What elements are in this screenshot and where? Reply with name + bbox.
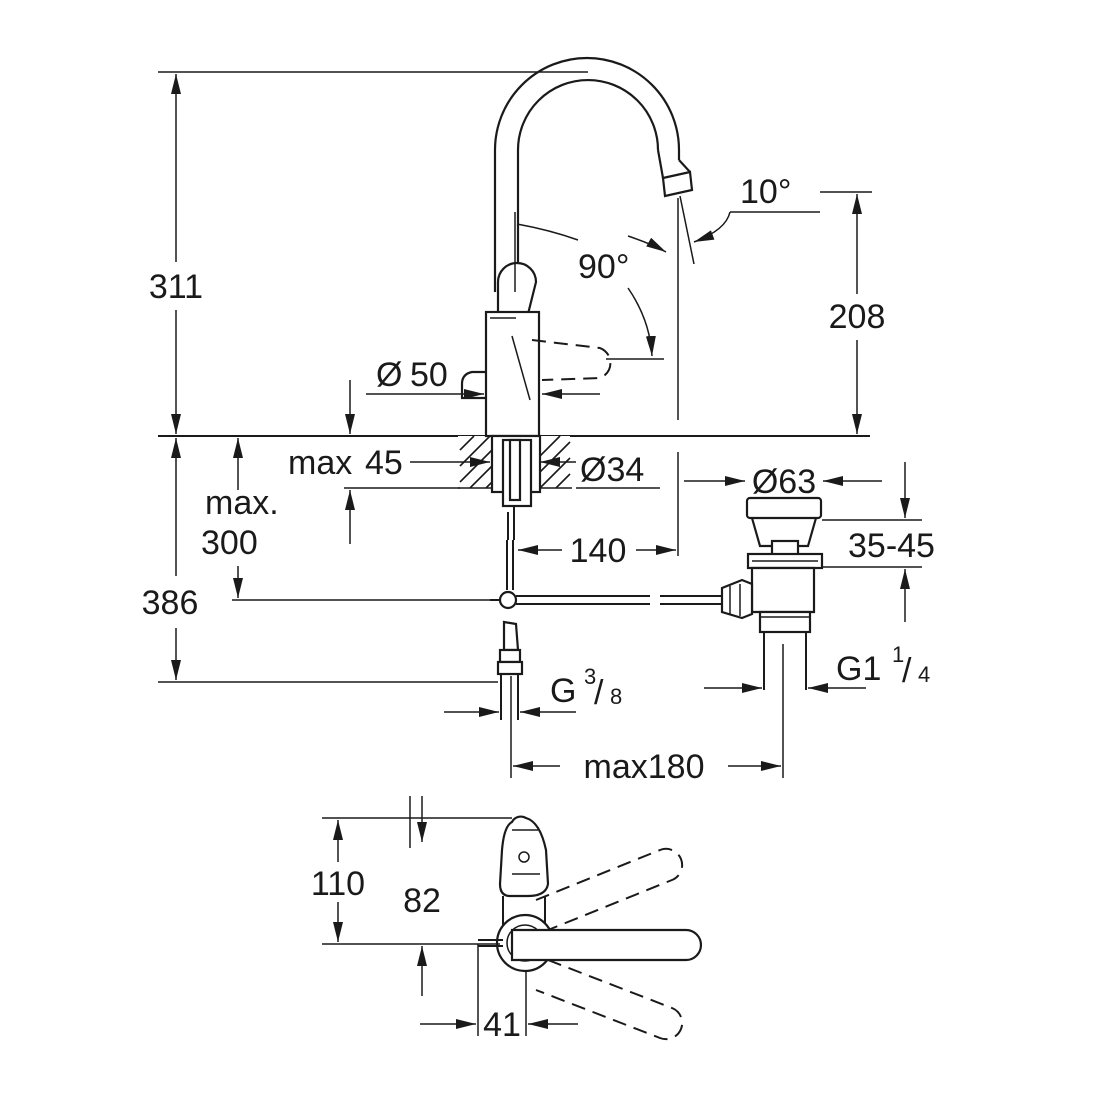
mounting-shank [490,434,542,540]
label-g1-numerator: 1 [892,642,904,667]
faucet-spout [493,56,694,292]
dimension-34-lines [540,457,660,489]
label-90-degrees: 90° [578,248,629,286]
label-max-dot: max. [205,484,279,522]
rotation-angle-lines [514,212,667,360]
label-diameter-63: Ø63 [752,463,816,501]
label-45: 45 [365,444,403,482]
label-max-prefix: max [288,444,352,482]
label-g1-slash: / [902,652,912,690]
label-110: 110 [311,865,365,903]
dimension-140-lines [518,452,679,556]
label-diameter-symbol: Ø [376,356,402,394]
dimension-180-lines [510,644,784,778]
dimension-300-lines [232,438,492,601]
label-diameter-34: Ø34 [580,451,644,489]
faucet-lever [496,261,538,316]
dimension-386-lines [158,438,498,683]
label-g-numerator: 3 [584,664,596,689]
dimension-208-lines [820,191,872,434]
label-max180: max180 [584,748,705,786]
label-41: 41 [483,1006,521,1044]
dimension-41-lines [420,944,578,1036]
dimension-311-lines [158,71,588,434]
dimension-110-lines [322,817,512,945]
spout-axis-lines [677,195,820,420]
pop-up-rod [460,370,486,400]
dimension-45-lines [344,380,490,544]
label-g1: G1 [836,650,881,688]
plan-view-body [478,815,703,973]
label-82: 82 [403,882,441,920]
label-311: 311 [149,268,203,306]
dimension-82-lines [409,796,427,996]
label-386: 386 [142,584,199,622]
label-g-slash: / [594,674,604,712]
faucet-body [484,310,541,438]
waste-assembly [720,496,824,690]
label-10-degrees: 10° [740,173,791,211]
lever-alternate-position [531,339,612,381]
label-g: G [550,672,576,710]
label-50: 50 [410,356,448,394]
plan-view-handle-positions [535,847,684,1041]
label-g1-denominator: 4 [918,662,930,687]
dimension-35-45-lines [822,462,922,622]
label-140: 140 [570,532,627,570]
label-208: 208 [829,298,886,336]
label-35-45: 35-45 [848,527,935,565]
label-g-denominator: 8 [610,684,622,709]
supply-hose [490,540,722,720]
label-300: 300 [201,524,258,562]
